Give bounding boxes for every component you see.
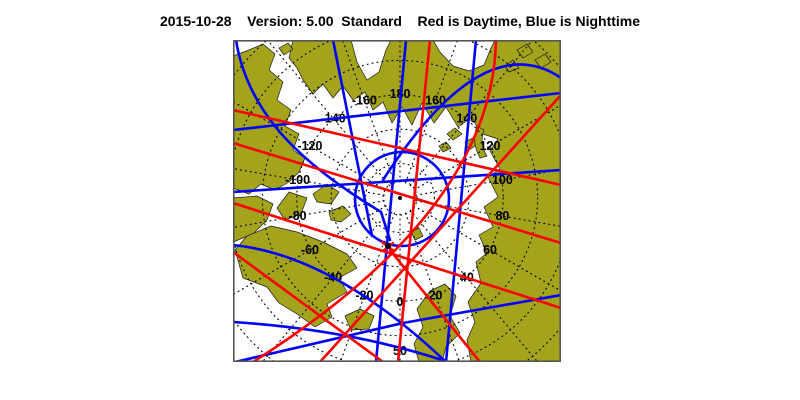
track-point-marker [385, 243, 391, 249]
day-night-tracks [233, 40, 561, 362]
latitude-circle [365, 163, 435, 233]
longitude-label: -120 [297, 139, 322, 153]
map-frame [233, 40, 561, 362]
plot-title: 2015-10-28 Version: 5.00 Standard Red is… [159, 13, 641, 29]
longitude-label: 160 [425, 93, 446, 107]
longitude-label: -60 [301, 243, 319, 257]
longitude-label: 80 [495, 209, 509, 223]
longitude-label: -160 [352, 93, 377, 107]
daytime-track [233, 108, 561, 187]
longitude-label: 100 [492, 173, 513, 187]
nighttime-track [234, 40, 392, 242]
daytime-track [396, 40, 432, 362]
longitude-label: 0 [397, 295, 404, 309]
daytime-track [251, 40, 498, 362]
landmass [474, 125, 488, 159]
nighttime-track [353, 150, 451, 248]
daytime-track [318, 93, 561, 362]
daytime-track [388, 248, 482, 362]
daytime-track [233, 201, 561, 310]
landmass [516, 43, 534, 59]
pole-dot [398, 196, 402, 200]
longitude-label: 120 [480, 139, 501, 153]
daytime-track [233, 141, 561, 245]
marker-layer [385, 196, 402, 249]
nighttime-track [233, 243, 448, 362]
landmass [446, 127, 463, 141]
longitude-label: -80 [289, 209, 307, 223]
landmass [438, 141, 452, 153]
daytime-track [233, 250, 385, 362]
nighttime-track [444, 40, 478, 362]
nighttime-track [381, 63, 561, 182]
landmass [278, 42, 294, 56]
longitude-label: 140 [456, 111, 477, 125]
landmass [288, 40, 561, 362]
longitude-label: 20 [429, 289, 443, 303]
longitude-label: -100 [285, 173, 310, 187]
longitude-label: 60 [483, 243, 497, 257]
landmass [534, 53, 552, 69]
